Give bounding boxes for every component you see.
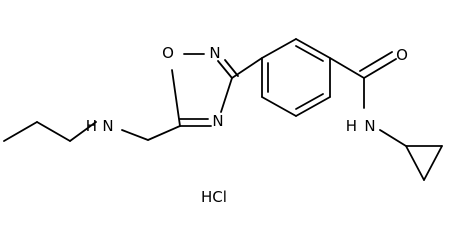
atom-o-amide: O [396, 46, 408, 64]
double-bond-co [359, 51, 393, 72]
bond [69, 121, 97, 142]
bond [379, 129, 407, 147]
bond [171, 69, 181, 127]
salt-label: HCl [201, 188, 227, 206]
bond [220, 77, 233, 113]
bond [217, 60, 233, 79]
bond [261, 96, 297, 117]
atom-h-amide: H [346, 117, 357, 135]
atom-n-ring-top: N [209, 44, 220, 62]
oxadiazole-ring [171, 53, 263, 127]
bond [36, 121, 71, 142]
bond [423, 145, 443, 181]
bond [261, 38, 297, 59]
atom-o-ring: O [162, 44, 174, 62]
bond [3, 121, 38, 142]
bond [329, 57, 365, 79]
bond [405, 145, 425, 181]
bond [295, 38, 331, 59]
atom-n-ring-bottom: N [212, 112, 223, 130]
atom-n-amine: N [102, 117, 113, 135]
bond [121, 129, 149, 141]
double-bond-inner [295, 93, 324, 110]
amide-group [329, 51, 407, 147]
double-bond-co [363, 58, 397, 79]
atom-h-amine: H [86, 117, 97, 135]
bond [295, 96, 331, 117]
benzene-ring [261, 38, 331, 117]
atom-n-amide: N [364, 117, 375, 135]
double-bond-inner [224, 59, 239, 77]
cyclopropyl-ring [405, 145, 443, 181]
chemical-structure-diagram: O N N N H O H N HCl [3, 38, 443, 206]
double-bond-inner [295, 45, 324, 62]
bond [147, 125, 181, 141]
propylaminomethyl-chain [3, 121, 181, 142]
